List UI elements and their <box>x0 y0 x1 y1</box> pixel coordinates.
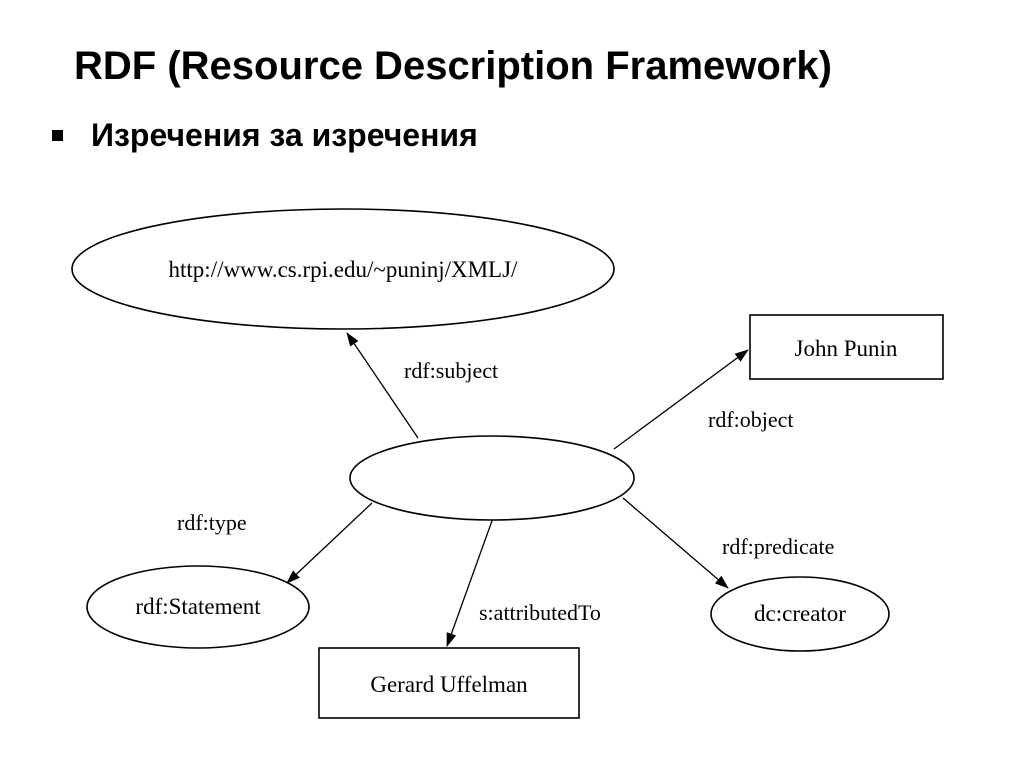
edge-label-object: rdf:object <box>708 407 794 432</box>
slide-title: RDF (Resource Description Framework) <box>74 44 832 88</box>
node-subject-uri: http://www.cs.rpi.edu/~puninj/XMLJ/ <box>71 208 615 330</box>
node-statement <box>349 435 635 521</box>
node-label-rdf-statement: rdf:Statement <box>135 594 261 619</box>
edge-predicate: rdf:predicate <box>622 497 834 589</box>
bullet-text: Изречения за изречения <box>91 117 478 153</box>
node-label-gerard-uffelman: Gerard Uffelman <box>370 672 528 697</box>
node-john-punin: John Punin <box>749 314 944 380</box>
node-label-subject-uri: http://www.cs.rpi.edu/~puninj/XMLJ/ <box>169 257 519 282</box>
edge-label-type: rdf:type <box>177 510 247 535</box>
node-dc-creator: dc:creator <box>710 576 890 652</box>
bullet-item: Изречения за изречения <box>52 113 478 157</box>
node-rdf-statement: rdf:Statement <box>86 565 310 649</box>
edge-subject: rdf:subject <box>346 332 498 439</box>
edge-attributed-to: s:attributedTo <box>446 517 601 647</box>
node-label-dc-creator: dc:creator <box>754 601 846 626</box>
edge-label-predicate: rdf:predicate <box>722 534 834 559</box>
edge-type: rdf:type <box>177 502 373 584</box>
edge-label-attributed-to: s:attributedTo <box>479 600 601 625</box>
edge-label-subject: rdf:subject <box>404 358 498 383</box>
node-label-john-punin: John Punin <box>795 336 898 361</box>
node-gerard-uffelman: Gerard Uffelman <box>318 647 580 719</box>
edge-object: rdf:object <box>613 349 794 450</box>
square-bullet-icon <box>52 129 63 141</box>
